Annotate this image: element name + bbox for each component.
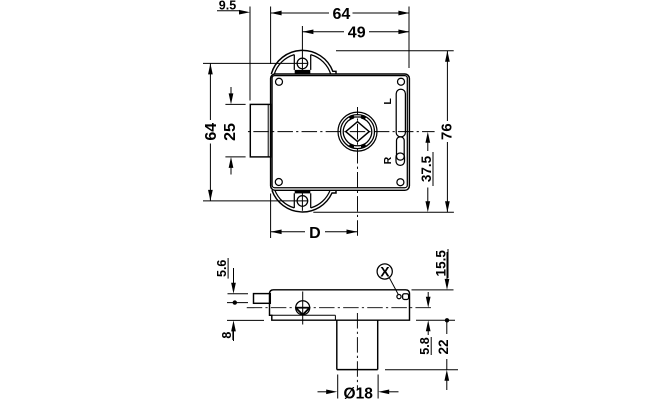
- svg-text:64: 64: [333, 6, 351, 23]
- svg-text:5.8: 5.8: [418, 337, 432, 354]
- svg-text:9.5: 9.5: [219, 0, 236, 12]
- svg-text:R: R: [382, 156, 394, 164]
- svg-text:49: 49: [348, 25, 366, 42]
- svg-text:5.6: 5.6: [215, 260, 229, 277]
- svg-text:L: L: [382, 98, 394, 105]
- svg-text:15.5: 15.5: [434, 250, 449, 277]
- svg-text:37.5: 37.5: [419, 155, 434, 182]
- svg-text:Ø18: Ø18: [344, 385, 374, 400]
- svg-text:22: 22: [436, 339, 451, 354]
- svg-text:25: 25: [222, 123, 239, 141]
- svg-text:X: X: [380, 264, 390, 280]
- svg-text:D: D: [309, 225, 321, 242]
- svg-text:64: 64: [203, 123, 220, 141]
- svg-text:8: 8: [220, 332, 234, 339]
- svg-text:76: 76: [439, 123, 456, 140]
